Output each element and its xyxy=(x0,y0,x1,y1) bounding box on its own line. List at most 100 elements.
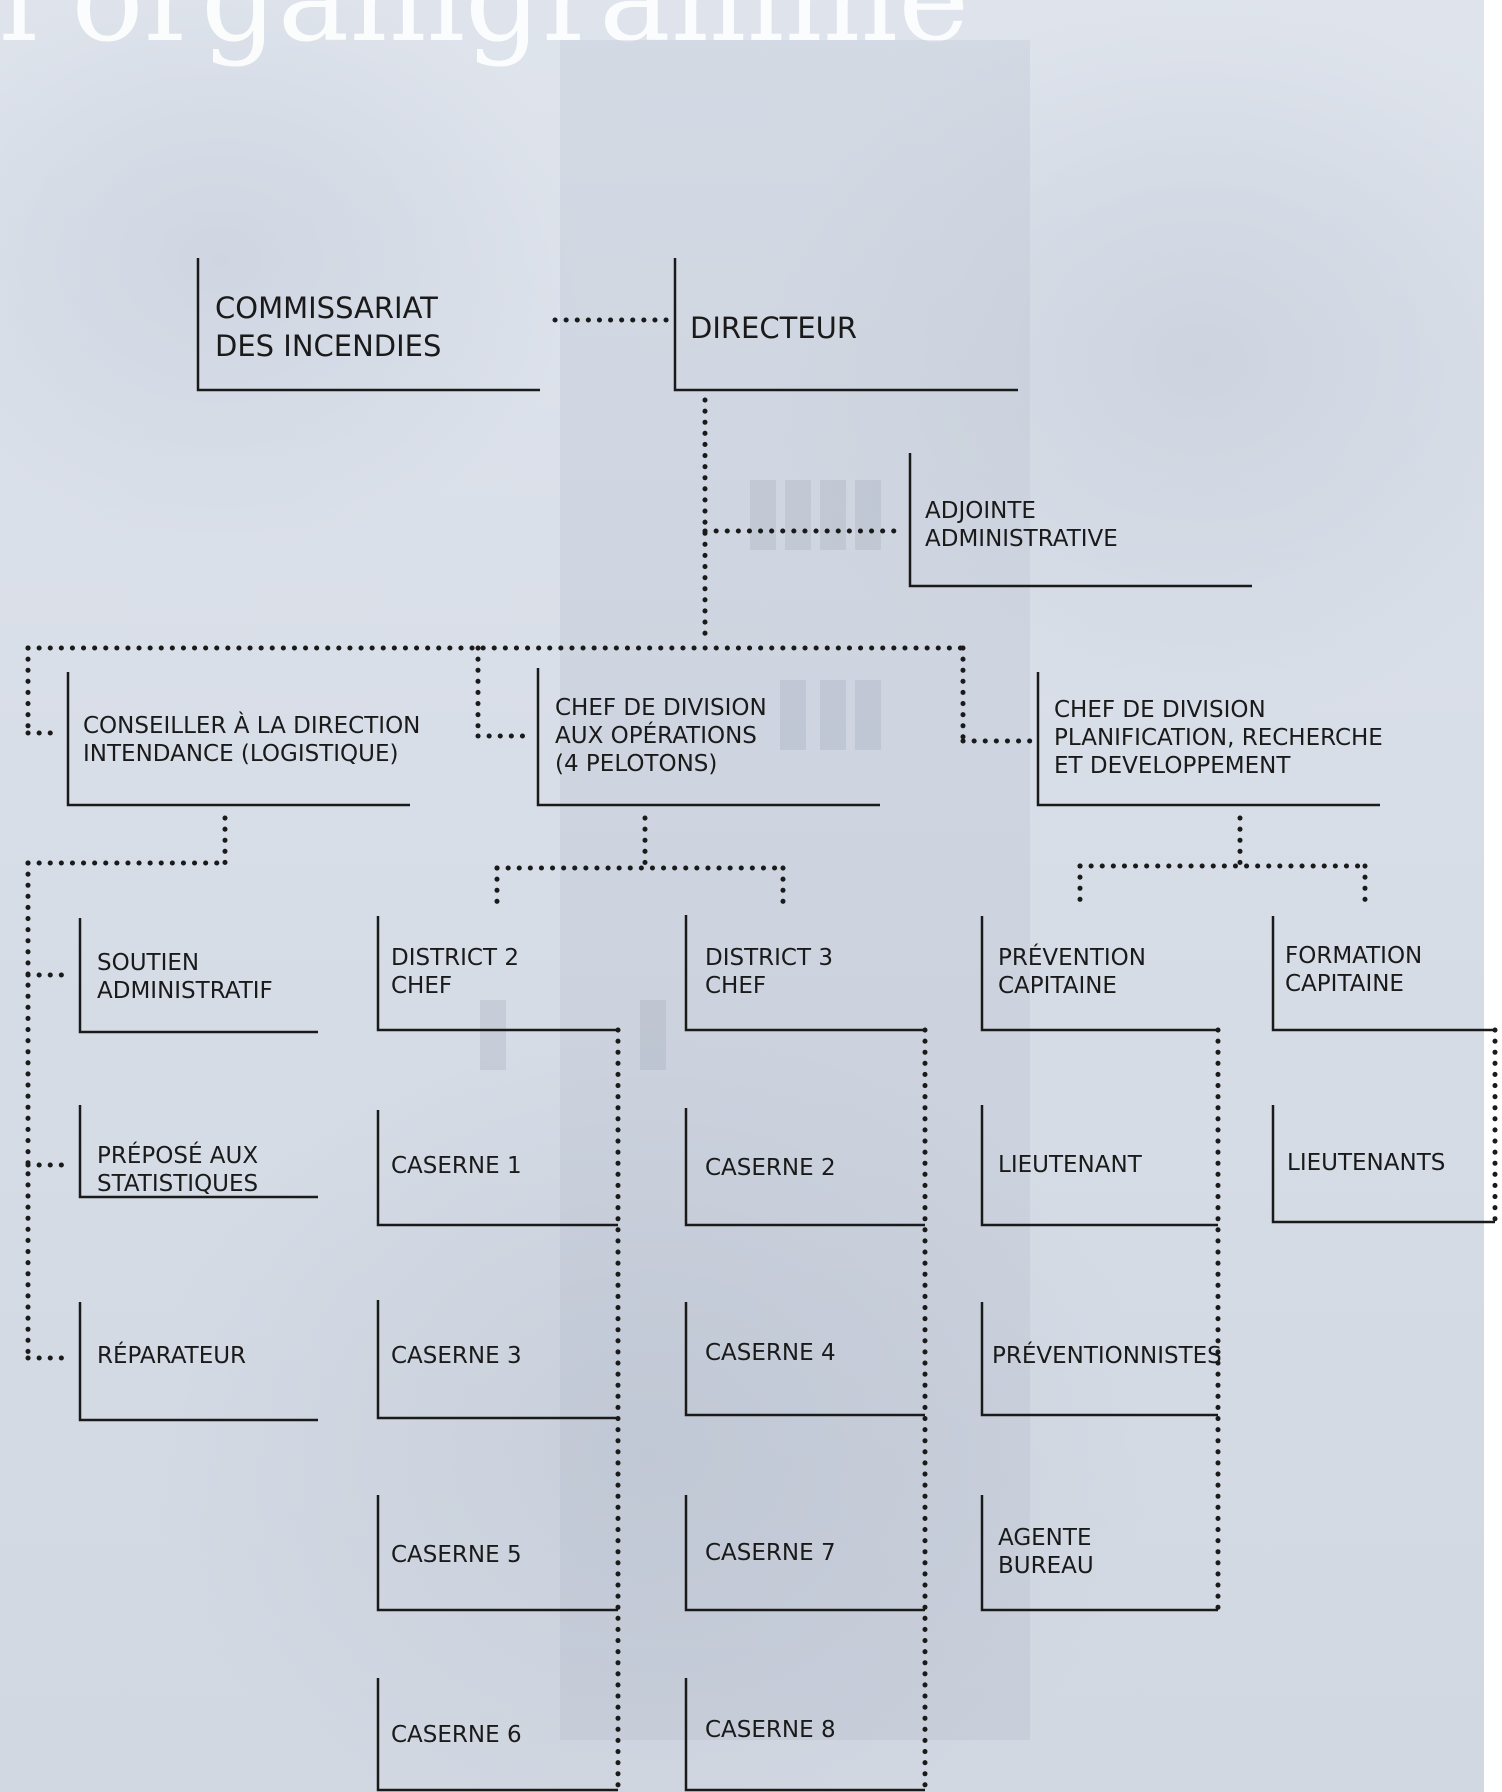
box-border xyxy=(673,258,1018,392)
box-border xyxy=(684,1678,925,1792)
window-shape xyxy=(855,680,881,750)
box-border xyxy=(78,1105,318,1199)
window-shape xyxy=(750,480,776,550)
box-border xyxy=(376,1110,618,1227)
window-shape xyxy=(785,480,811,550)
box-border xyxy=(196,258,540,392)
org-box-caserne1: CASERNE 1 xyxy=(376,1110,618,1227)
box-border xyxy=(684,915,925,1032)
window-shape xyxy=(820,480,846,550)
box-label-line: LIEUTENANT xyxy=(998,1152,1143,1178)
box-label-line: ADJOINTE xyxy=(925,498,1036,524)
box-border xyxy=(536,668,880,807)
box-border xyxy=(376,1495,618,1612)
box-border xyxy=(980,1105,1218,1227)
box-label-line: AGENTE xyxy=(998,1525,1091,1551)
box-label-line: CASERNE 4 xyxy=(705,1340,836,1366)
box-border xyxy=(1271,916,1495,1032)
box-label-line: (4 PELOTONS) xyxy=(555,751,717,777)
org-box-commissariat: COMMISSARIAT DES INCENDIES xyxy=(196,258,540,392)
org-box-directeur: DIRECTEUR xyxy=(673,258,1018,392)
box-border xyxy=(980,916,1218,1032)
box-border xyxy=(684,1495,925,1612)
window-shape xyxy=(780,680,806,750)
box-label-line: ADMINISTRATIF xyxy=(97,978,273,1004)
window-shape xyxy=(820,680,846,750)
box-label-line: PRÉPOSÉ AUX xyxy=(97,1141,258,1169)
org-box-preventionnistes: PRÉVENTIONNISTES xyxy=(980,1302,1222,1417)
box-border xyxy=(908,453,1252,588)
box-label-line: CAPITAINE xyxy=(1285,971,1404,997)
box-label-line: CASERNE 3 xyxy=(391,1343,522,1369)
page-edge xyxy=(1484,0,1502,1792)
org-box-caserne7: CASERNE 7 xyxy=(684,1495,925,1612)
box-border xyxy=(78,918,318,1034)
box-border xyxy=(66,672,410,807)
box-label-line: AUX OPÉRATIONS xyxy=(555,721,757,749)
box-label-line: LIEUTENANTS xyxy=(1287,1150,1445,1176)
box-label-line: DISTRICT 2 xyxy=(391,945,519,971)
box-label-line: ET DEVELOPPEMENT xyxy=(1054,753,1291,779)
box-border xyxy=(1036,672,1380,807)
box-label-line: FORMATION xyxy=(1285,943,1422,969)
box-label-line: ADMINISTRATIVE xyxy=(925,526,1118,552)
org-boxes: COMMISSARIAT DES INCENDIES DIRECTEUR ADJOIN… xyxy=(66,258,1495,1792)
org-box-caserne8: CASERNE 8 xyxy=(684,1678,925,1792)
box-label-line: DIRECTEUR xyxy=(690,311,857,345)
box-label-line: CASERNE 7 xyxy=(705,1540,836,1566)
box-label-line: DISTRICT 3 xyxy=(705,945,833,971)
box-label-line: CHEF xyxy=(705,973,766,999)
org-box-caserne6: CASERNE 6 xyxy=(376,1678,618,1792)
window-shape xyxy=(480,1000,506,1070)
box-border xyxy=(684,1108,925,1227)
org-box-caserne3: CASERNE 3 xyxy=(376,1300,618,1420)
box-label-line: CHEF DE DIVISION xyxy=(555,695,767,721)
box-border xyxy=(376,1300,618,1420)
connectors xyxy=(25,317,1498,1792)
org-box-caserne4: CASERNE 4 xyxy=(684,1302,925,1417)
box-label-line: CAPITAINE xyxy=(998,973,1117,999)
box-border xyxy=(376,1678,618,1792)
box-label-line: DES INCENDIES xyxy=(215,329,441,363)
box-label-line: CASERNE 6 xyxy=(391,1722,522,1748)
box-label-line: STATISTIQUES xyxy=(97,1171,258,1197)
org-box-reparateur: RÉPARATEUR xyxy=(78,1302,318,1422)
box-label-line: CONSEILLER À LA DIRECTION xyxy=(83,711,420,739)
box-label-line: CASERNE 8 xyxy=(705,1717,836,1743)
page-heading: l'organigramme xyxy=(0,0,969,69)
box-label-line: INTENDANCE (LOGISTIQUE) xyxy=(83,741,398,767)
org-box-caserne2: CASERNE 2 xyxy=(684,1108,925,1227)
box-label-line: CHEF DE DIVISION xyxy=(1054,697,1266,723)
box-label-line: SOUTIEN xyxy=(97,950,199,976)
box-label-line: CHEF xyxy=(391,973,452,999)
box-label-line: CASERNE 2 xyxy=(705,1155,836,1181)
box-border xyxy=(1271,1105,1495,1224)
window-shape xyxy=(640,1000,666,1070)
box-label-line: CASERNE 1 xyxy=(391,1153,522,1179)
org-box-lieutenant: LIEUTENANT xyxy=(980,1105,1218,1227)
box-label-line: BUREAU xyxy=(998,1553,1094,1579)
box-border xyxy=(78,1302,318,1422)
box-label-line: COMMISSARIAT xyxy=(215,291,438,325)
org-box-lieutenants: LIEUTENANTS xyxy=(1271,1105,1495,1224)
box-label-line: PLANIFICATION, RECHERCHE xyxy=(1054,725,1383,751)
box-border xyxy=(376,916,618,1032)
window-shape xyxy=(855,480,881,550)
box-border xyxy=(980,1495,1218,1612)
box-border xyxy=(980,1302,1218,1417)
box-border xyxy=(684,1302,925,1417)
box-label-line: RÉPARATEUR xyxy=(97,1341,246,1369)
box-label-line: PRÉVENTIONNISTES xyxy=(992,1341,1222,1369)
